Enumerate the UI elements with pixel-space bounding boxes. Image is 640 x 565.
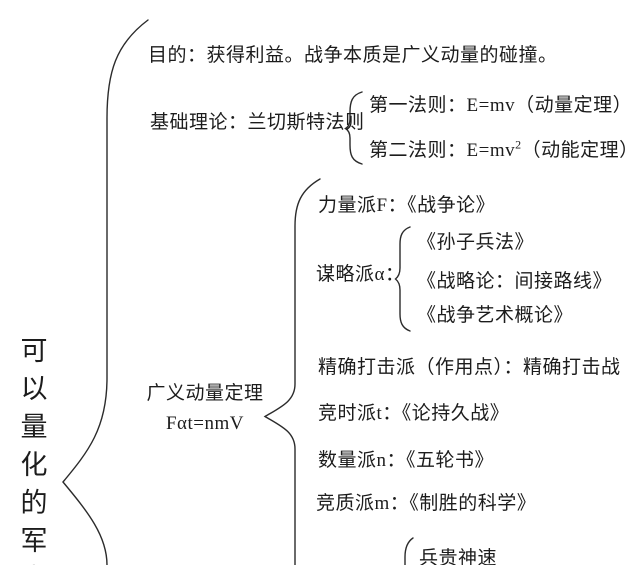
outer-brace <box>62 19 149 565</box>
lanchester-first-law: 第一法则：E=mv（动量定理） <box>369 95 633 116</box>
school-force: 力量派F：《战争论》 <box>318 195 496 216</box>
gmt-node: 广义动量定理 Fαt=nmV <box>138 379 272 439</box>
second-law-exponent: 2 <box>515 137 522 152</box>
second-law-prefix: 第二法则：E=mv <box>369 140 516 161</box>
purpose-text: 目的：获得利益。战争本质是广义动量的碰撞。 <box>148 45 558 66</box>
gmt-formula: Fαt=nmV <box>165 413 244 434</box>
school-quantity: 数量派n：《五轮书》 <box>318 450 495 471</box>
foundation-label: 基础理论：兰切斯特法则 <box>150 112 365 133</box>
strategy-book: 《战略论：间接路线》 <box>417 271 613 292</box>
school-time: 竞时派t：《论持久战》 <box>318 403 510 424</box>
lanchester-second-law: 第二法则：E=mv2（动能定理） <box>369 139 639 162</box>
school-precision: 精确打击派（作用点）：精确打击战 <box>318 357 621 378</box>
strategy-book: 《孙子兵法》 <box>417 232 535 253</box>
school-strategy-label: 谋略派α： <box>316 264 405 285</box>
strategy-book: 《战争艺术概论》 <box>417 305 574 326</box>
gmt-brace <box>263 178 321 565</box>
speed-brace <box>404 537 414 565</box>
school-speed: 兵贵神速 <box>419 548 498 565</box>
school-quality: 竞质派m：《制胜的科学》 <box>316 493 537 514</box>
root-title: 可以量化的军事 <box>20 336 48 565</box>
gmt-title: 广义动量定理 <box>146 383 264 404</box>
second-law-suffix: （动能定理） <box>521 140 639 161</box>
